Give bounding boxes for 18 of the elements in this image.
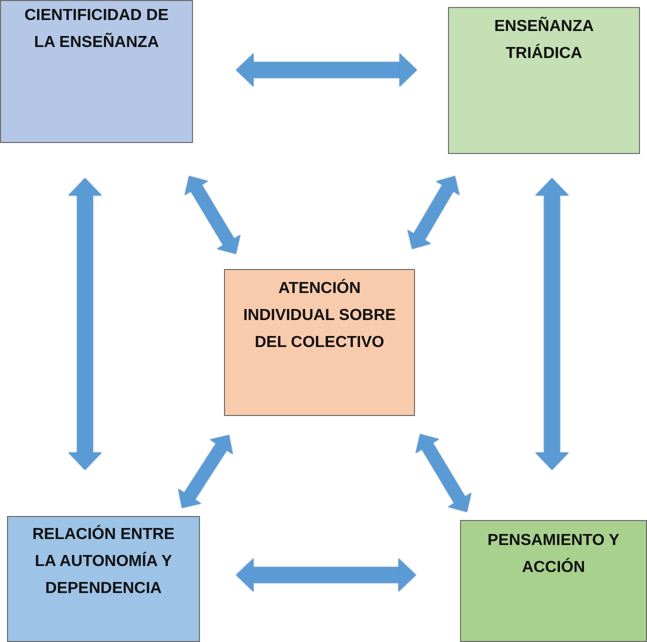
double-arrow [236,558,416,592]
concept-label: ATENCIÓN INDIVIDUAL SOBRE DEL COLECTIVO [242,278,397,353]
double-arrow [408,176,460,250]
concept-label: RELACIÓN ENTRE LA AUTONOMÍA Y DEPENDENCIA [31,524,176,599]
concept-box [7,516,200,642]
double-arrow [178,434,233,508]
double-arrow [68,178,102,470]
double-arrow [184,176,240,254]
double-arrow [416,434,472,512]
concept-label: PENSAMIENTO Y ACCIÓN [486,531,620,578]
double-arrow [236,53,417,87]
concept-box [460,520,647,642]
concept-label: ENSEÑANZA TRIÁDICA [493,16,595,64]
concept-label: CIENTIFICIDAD DE LA ENSEÑANZA [24,6,170,53]
concept-box [224,269,415,416]
concept-box [448,7,640,154]
double-arrow [535,178,569,470]
concept-box [0,0,193,143]
